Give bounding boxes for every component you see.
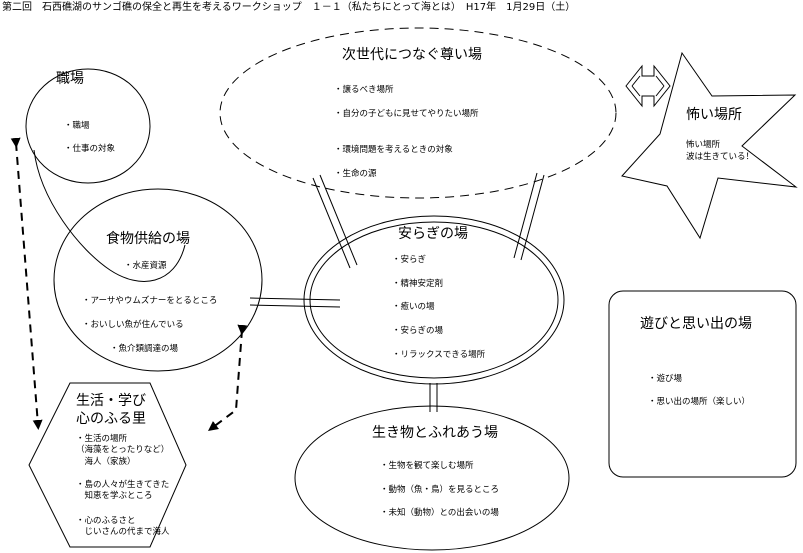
- creatures-item: ・未知（動物）との出会いの場: [380, 508, 499, 518]
- food-peace-connector: [249, 297, 341, 308]
- peace-item: ・安らぎの場: [392, 326, 444, 336]
- dashed-arrow-food-life: [208, 324, 248, 431]
- future-item: ・生命の源: [334, 169, 377, 179]
- play-item: ・遊び場: [648, 374, 683, 384]
- future-peace-connector-left: [312, 174, 358, 269]
- peace-item: ・安らぎ: [392, 255, 427, 265]
- workplace-title: 職場: [56, 71, 84, 87]
- double-arrow-icon: [625, 64, 671, 108]
- food-item: ・おいしい魚が住んでいる: [82, 320, 184, 330]
- life-hexagon: [28, 382, 187, 548]
- peace-title: 安らぎの場: [398, 226, 468, 242]
- workplace-ellipse: [25, 68, 151, 184]
- life-item: ・心のふるさと じいさんの代まで海人: [76, 516, 170, 538]
- fear-star: [621, 51, 798, 240]
- future-ellipse: [219, 27, 617, 199]
- life-item: ・島の人々が生きてきた 知恵を学ぶところ: [76, 480, 170, 502]
- food-title: 食物供給の場: [106, 231, 190, 247]
- creatures-item: ・動物（魚・鳥）を見るところ: [380, 485, 500, 495]
- fear-item: 怖い場所: [686, 140, 721, 150]
- future-peace-connector-right: [513, 172, 545, 261]
- future-item: ・譲るべき場所: [334, 85, 394, 95]
- peace-ellipse-outer: [303, 215, 565, 385]
- play-box: [608, 290, 797, 478]
- creatures-item: ・生物を観て楽しむ場所: [380, 461, 474, 471]
- creatures-ellipse: [294, 405, 570, 551]
- food-item: ・アーサやウムズナーをとるところ: [82, 296, 218, 306]
- page-title: 第二回 石西礁湖のサンゴ礁の保全と再生を考えるワークショップ １－１（私たちにと…: [2, 2, 576, 13]
- peace-item: ・リラックスできる場所: [392, 350, 486, 360]
- dashed-arrow-workplace-life: [10, 137, 43, 430]
- fear-title: 怖い場所: [686, 107, 742, 123]
- play-item: ・思い出の場所（楽しい）: [648, 397, 751, 407]
- play-title: 遊びと思い出の場: [640, 316, 752, 332]
- fear-item: 波は生きている！: [686, 152, 755, 162]
- future-title: 次世代につなぐ尊い場: [342, 47, 482, 63]
- workplace-item: ・職場: [64, 121, 90, 131]
- food-ellipse: [53, 188, 263, 372]
- workplace-food-curve: [33, 149, 186, 282]
- workplace-item: ・仕事の対象: [64, 144, 116, 154]
- peace-ellipse-inner: [309, 221, 559, 379]
- creatures-title: 生き物とふれあう場: [372, 425, 498, 441]
- future-item: ・環境問題を考えるときの対象: [334, 145, 453, 155]
- life-item: ・生活の場所 （海藻をとったりなど） 海人（家族）: [76, 434, 170, 467]
- peace-creatures-connector: [429, 383, 438, 412]
- life-title-line1: 生活・学び: [76, 393, 146, 409]
- peace-item: ・精神安定剤: [392, 279, 444, 289]
- future-item: ・自分の子どもに見せてやりたい場所: [334, 109, 479, 119]
- food-item: ・水産資源: [124, 261, 167, 271]
- life-title-line2: 心のふる里: [76, 411, 146, 427]
- peace-item: ・癒いの場: [392, 302, 435, 312]
- food-item: ・魚介類調達の場: [110, 344, 179, 354]
